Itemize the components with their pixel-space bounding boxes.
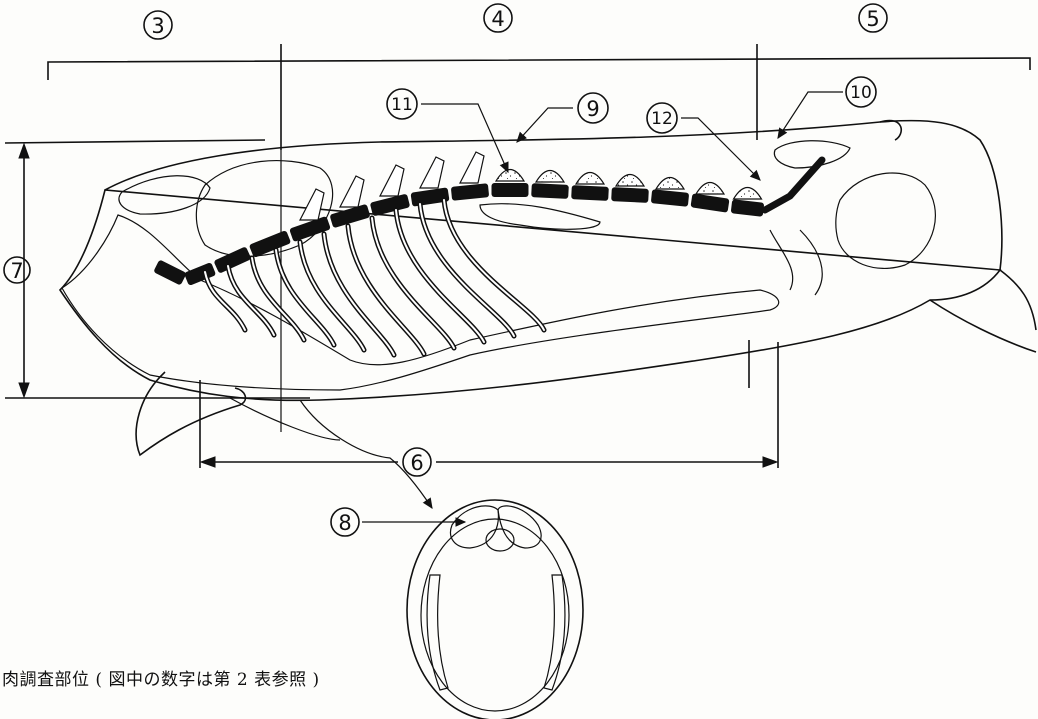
label-7: 7 bbox=[4, 257, 30, 283]
label-12-text: 12 bbox=[651, 109, 673, 129]
label-9-text: 9 bbox=[586, 97, 599, 121]
length-dimension bbox=[200, 340, 778, 468]
vertebra-body bbox=[531, 183, 569, 199]
label-5-text: 5 bbox=[866, 7, 879, 31]
label-6-text: 6 bbox=[410, 451, 423, 475]
spinous-process bbox=[300, 189, 324, 220]
label-11-text: 11 bbox=[391, 95, 413, 115]
label-4-text: 4 bbox=[491, 7, 504, 31]
label-8: 8 bbox=[331, 508, 359, 536]
label-12: 12 bbox=[647, 103, 677, 133]
vertebra-body bbox=[184, 262, 216, 286]
vertebra-body bbox=[370, 194, 410, 217]
label-10-text: 10 bbox=[850, 83, 872, 103]
rib bbox=[372, 218, 454, 348]
spinous-process bbox=[496, 170, 524, 182]
label-10: 10 bbox=[846, 77, 876, 107]
top-span-brackets bbox=[48, 44, 1030, 432]
cross-section bbox=[407, 500, 583, 719]
vertebra-body bbox=[690, 193, 729, 212]
rib bbox=[396, 210, 484, 342]
vertebra-body bbox=[571, 185, 609, 201]
label-11: 11 bbox=[387, 89, 417, 119]
label-7-text: 7 bbox=[10, 259, 23, 283]
spinous-process bbox=[616, 175, 644, 187]
rib-highlight bbox=[205, 272, 245, 330]
spinous-process bbox=[734, 188, 762, 200]
rib bbox=[420, 204, 514, 336]
rib-highlight bbox=[228, 266, 274, 335]
spinous-process bbox=[420, 157, 444, 188]
leader-lines bbox=[362, 92, 843, 522]
vertebra-body bbox=[213, 246, 251, 273]
vertebra-body bbox=[651, 189, 689, 207]
label-9: 9 bbox=[578, 93, 608, 123]
label-3: 3 bbox=[144, 11, 172, 39]
label-5: 5 bbox=[859, 4, 887, 32]
figure-caption: 肉調査部位 ( 図中の数字は第 2 表参照 ) bbox=[2, 665, 320, 690]
rib-cage bbox=[205, 200, 544, 355]
spinous-process bbox=[696, 183, 724, 195]
spinous-process bbox=[460, 152, 484, 183]
label-6: 6 bbox=[403, 448, 431, 476]
vertebra-body bbox=[611, 187, 649, 203]
spinous-process bbox=[340, 176, 364, 207]
label-8-text: 8 bbox=[338, 511, 351, 535]
vertebra-body bbox=[451, 183, 489, 201]
label-3-text: 3 bbox=[151, 14, 164, 38]
rib bbox=[348, 226, 424, 354]
spinous-process bbox=[576, 173, 604, 185]
vertebra-body bbox=[492, 183, 529, 197]
spinous-process bbox=[380, 165, 404, 196]
label-4: 4 bbox=[484, 4, 512, 32]
vertebra-body bbox=[731, 199, 765, 217]
spinous-process bbox=[656, 178, 684, 190]
spinous-process bbox=[536, 171, 564, 183]
